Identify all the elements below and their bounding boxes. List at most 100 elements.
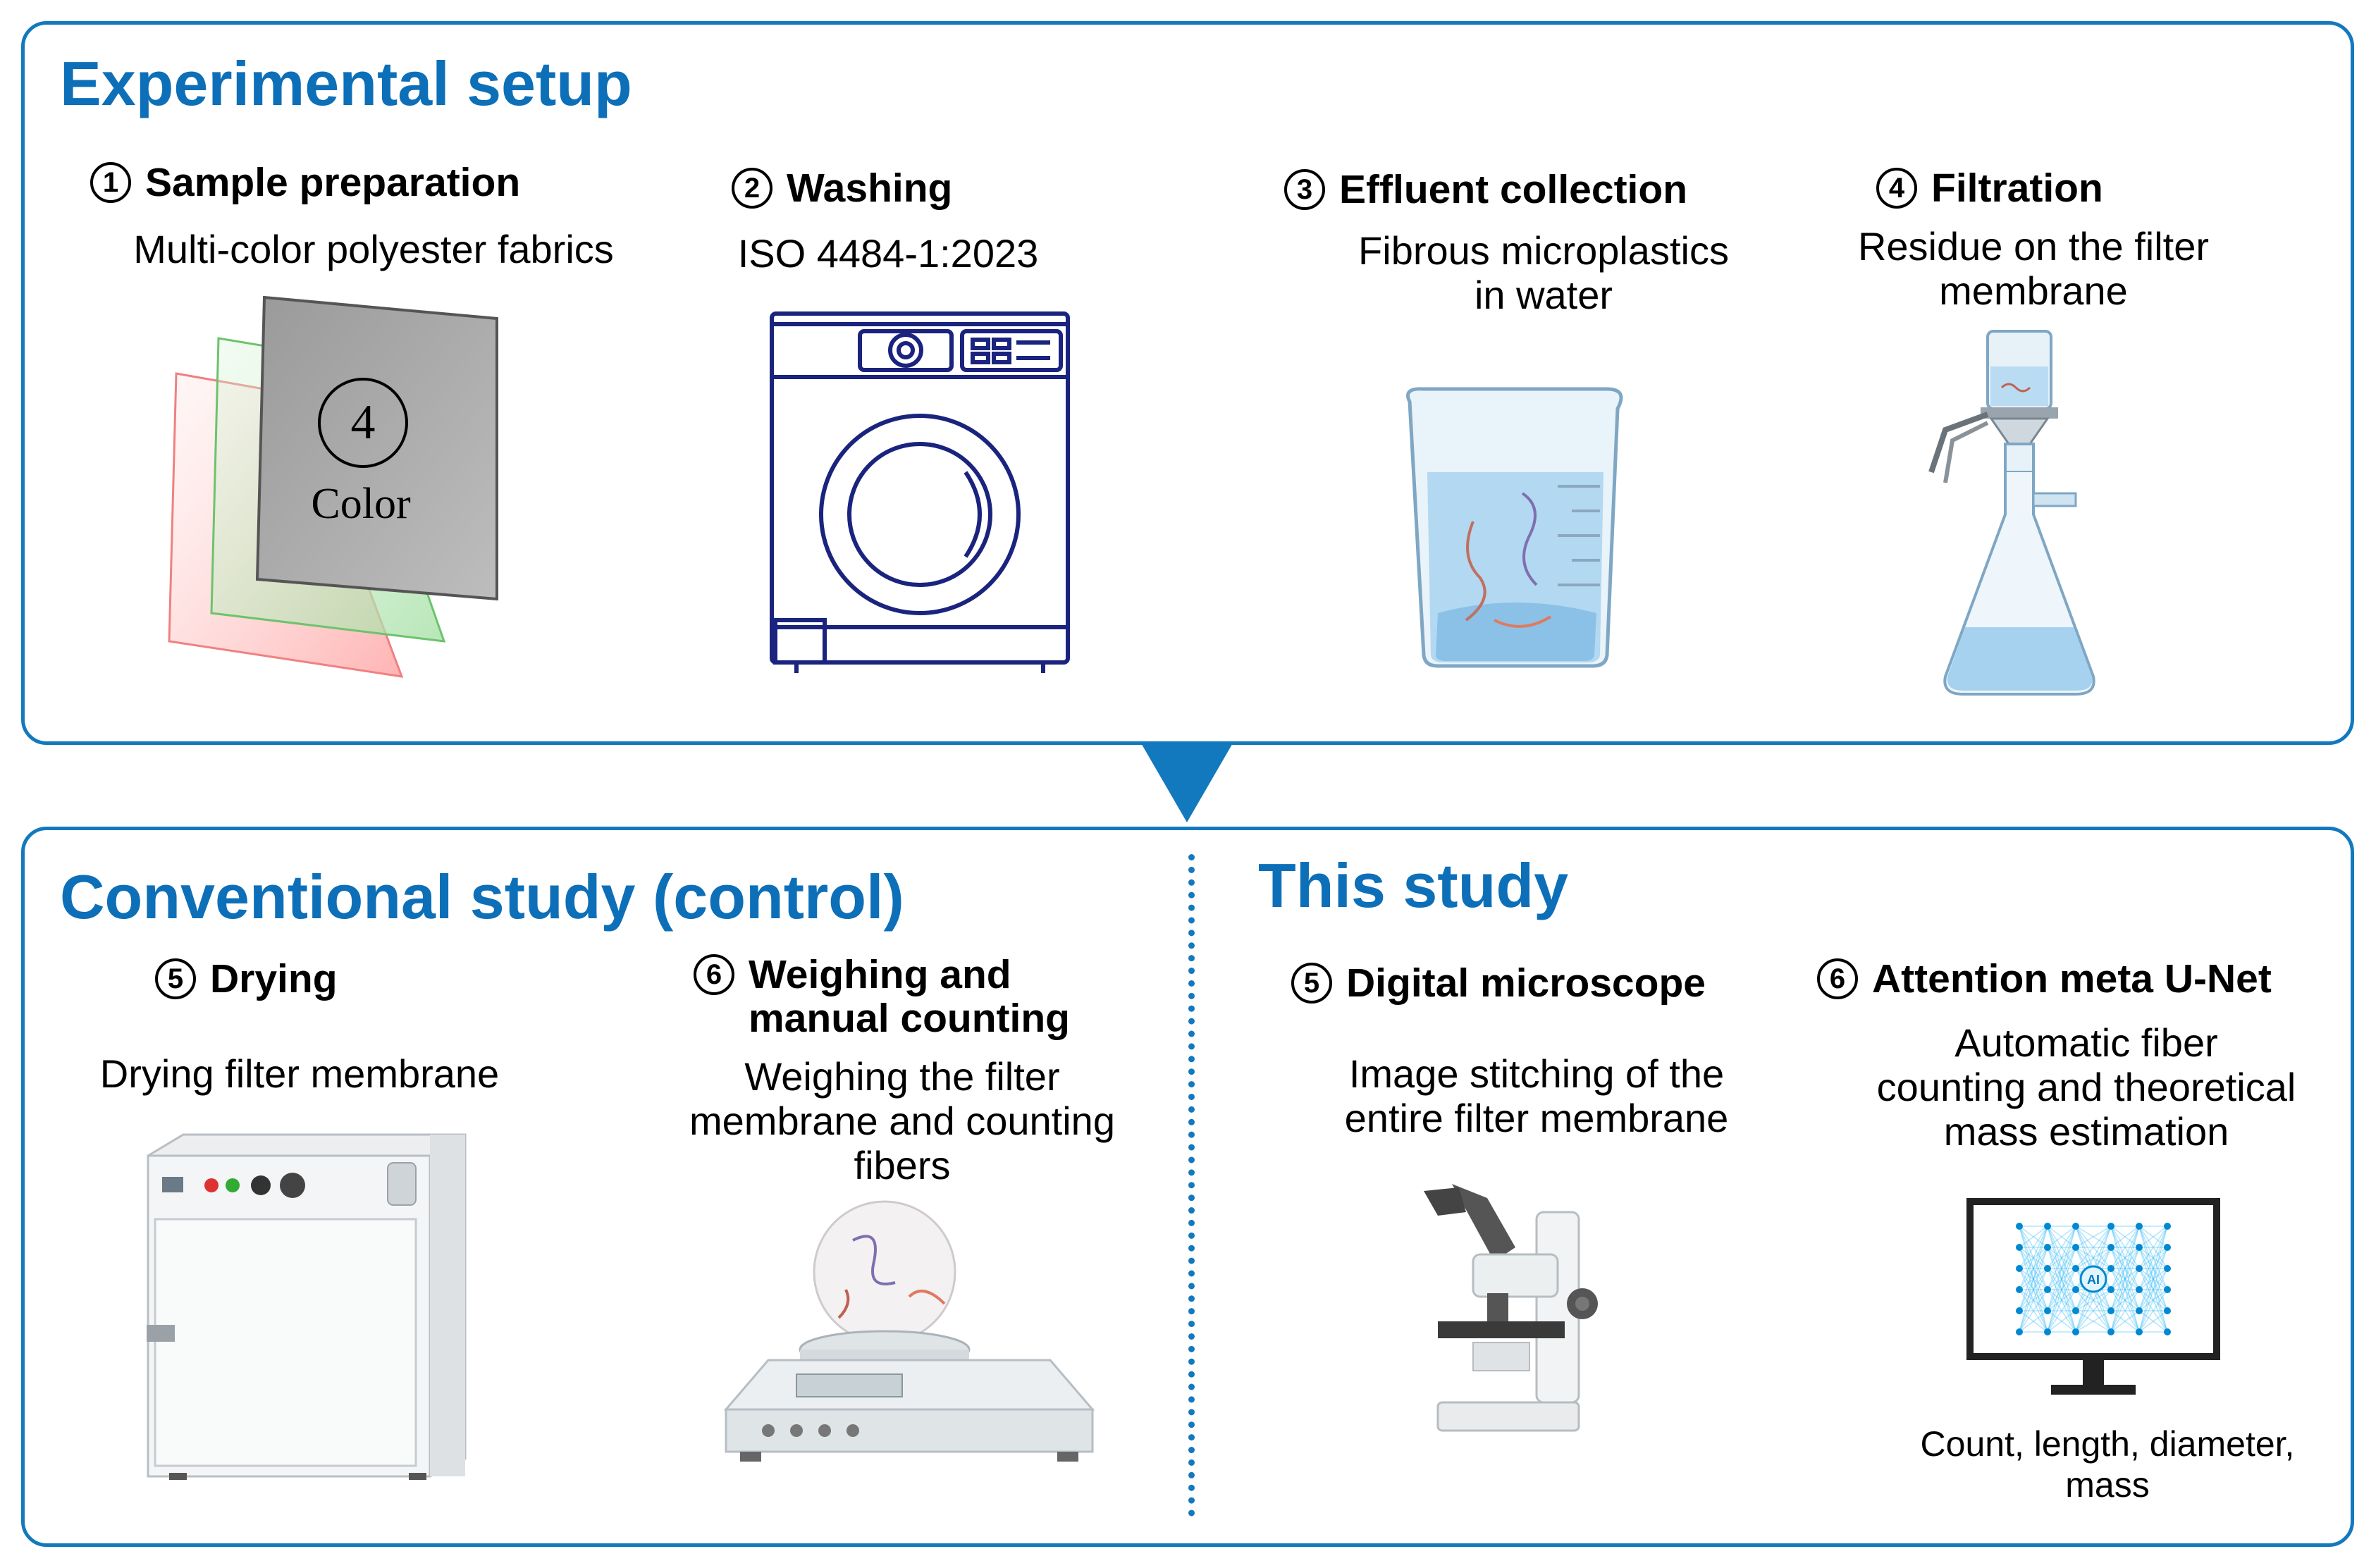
- network-node: [2072, 1223, 2079, 1230]
- network-edge: [2019, 1226, 2048, 1311]
- network-edge: [2075, 1289, 2112, 1333]
- color-label: Color: [311, 480, 411, 528]
- network-edge: [2110, 1268, 2140, 1311]
- network-edge: [2138, 1247, 2168, 1333]
- color-count-circle: [318, 378, 408, 468]
- step-description: Automatic fiber counting and theoretical…: [1876, 1020, 2296, 1154]
- network-edge: [2047, 1268, 2076, 1290]
- network-edge: [2138, 1247, 2168, 1311]
- network-node: [2164, 1286, 2171, 1293]
- step-number: 4: [1876, 168, 1917, 209]
- network-edge: [2110, 1310, 2140, 1333]
- network-edge: [2019, 1226, 2048, 1333]
- step-number: 2: [732, 168, 772, 209]
- network-edge: [2047, 1268, 2076, 1333]
- network-edge: [2019, 1226, 2048, 1290]
- network-edge: [2075, 1289, 2112, 1311]
- step-number: 1: [90, 162, 131, 203]
- network-node: [2044, 1286, 2051, 1293]
- network-edge: [2138, 1226, 2168, 1290]
- network-edge: [2047, 1226, 2076, 1248]
- network-node: [2016, 1307, 2023, 1314]
- network-edge: [2019, 1226, 2048, 1333]
- network-edge: [2138, 1268, 2168, 1311]
- network-edge: [2019, 1268, 2048, 1290]
- network-edge: [2138, 1226, 2168, 1311]
- network-node: [2164, 1328, 2171, 1335]
- network-edge: [2019, 1310, 2048, 1333]
- study-comparison-panel: [21, 827, 2354, 1547]
- network-node: [2107, 1307, 2114, 1314]
- network-edge: [2138, 1289, 2168, 1311]
- network-edge: [2110, 1226, 2140, 1269]
- polyester-fabrics-illustration: 4 Color: [168, 295, 498, 678]
- network-edge: [2138, 1268, 2168, 1333]
- network-edge: [2019, 1247, 2048, 1290]
- network-node: [2136, 1328, 2143, 1335]
- network-node: [2044, 1328, 2051, 1335]
- down-arrow-icon: [1140, 742, 1233, 822]
- network-edge: [2019, 1289, 2048, 1311]
- section-title-conventional-study: Conventional study (control): [60, 862, 904, 932]
- network-node: [2107, 1265, 2114, 1272]
- beaker-icon: [1406, 387, 1623, 668]
- network-edge: [2075, 1289, 2112, 1333]
- network-edge: [2019, 1226, 2048, 1248]
- network-node: [2107, 1328, 2114, 1335]
- network-edge: [2075, 1247, 2112, 1269]
- network-edge: [2047, 1226, 2076, 1311]
- network-node: [2072, 1286, 2079, 1293]
- network-node: [2072, 1265, 2079, 1272]
- network-edge: [2138, 1226, 2168, 1311]
- network-node: [2016, 1265, 2023, 1272]
- network-edge: [2075, 1310, 2112, 1333]
- step-attention-meta-unet: 6 Attention meta U-Net: [1817, 957, 2272, 1001]
- network-edge: [2110, 1226, 2140, 1290]
- step-title: Effluent collection: [1339, 167, 1688, 212]
- network-node: [2072, 1244, 2079, 1251]
- step-title: Washing: [787, 166, 953, 211]
- network-edge: [2019, 1289, 2048, 1333]
- network-edge: [2138, 1268, 2168, 1290]
- section-title-this-study: This study: [1258, 851, 1569, 920]
- network-node: [2164, 1223, 2171, 1230]
- network-node: [2072, 1307, 2079, 1314]
- network-edge: [2110, 1247, 2140, 1333]
- output-caption: Count, length, diameter, mass: [1920, 1424, 2295, 1505]
- network-edge: [2138, 1310, 2168, 1333]
- network-edge: [2110, 1268, 2140, 1290]
- network-edge: [2138, 1247, 2168, 1333]
- washing-machine-icon: [770, 311, 1070, 673]
- network-edge: [2019, 1226, 2048, 1290]
- network-edge: [2110, 1289, 2140, 1311]
- step-number: 6: [1817, 958, 1858, 999]
- network-node: [2136, 1244, 2143, 1251]
- network-edge: [2047, 1268, 2076, 1311]
- network-edge: [2047, 1310, 2076, 1333]
- network-edge: [2019, 1247, 2048, 1290]
- network-edge: [2110, 1310, 2140, 1333]
- network-edge: [2047, 1247, 2076, 1269]
- network-edge: [2138, 1247, 2168, 1269]
- balance-scale-icon: [723, 1200, 1095, 1462]
- network-node: [2136, 1223, 2143, 1230]
- network-edge: [2110, 1247, 2140, 1269]
- network-edge: [2047, 1289, 2076, 1333]
- step-description: Weighing the filter membrane and countin…: [689, 1054, 1115, 1187]
- network-edge: [2047, 1226, 2076, 1248]
- network-edge: [2110, 1226, 2140, 1290]
- network-edge: [2075, 1247, 2112, 1269]
- network-edge: [2047, 1226, 2076, 1333]
- network-edge: [2019, 1310, 2048, 1333]
- step-number: 5: [155, 958, 196, 999]
- step-sample-preparation: 1 Sample preparation: [90, 161, 520, 204]
- network-edge: [2047, 1226, 2076, 1290]
- network-edge: [2047, 1247, 2076, 1311]
- network-edge: [2138, 1289, 2168, 1311]
- network-edge: [2138, 1268, 2168, 1290]
- network-edge: [2019, 1268, 2048, 1290]
- network-edge: [2075, 1310, 2112, 1333]
- network-node: [2044, 1244, 2051, 1251]
- network-edge: [2138, 1226, 2168, 1269]
- step-number: 6: [694, 954, 734, 995]
